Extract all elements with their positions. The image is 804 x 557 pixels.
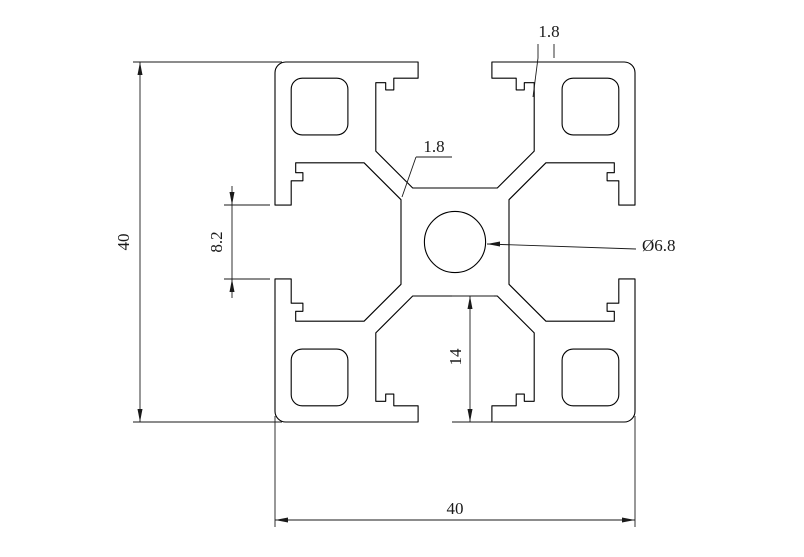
corner-cavity-top-right (561, 77, 620, 136)
dim-hole-leader (486, 243, 637, 250)
profile-geometry (274, 61, 636, 423)
dim-slot-label: 8.2 (207, 231, 226, 252)
dim-hole-arrow (487, 241, 500, 247)
dim-width: 40 (274, 416, 636, 527)
dim-hole-diameter: Ø6.8 (486, 236, 676, 255)
dim-slot-arrow-bottom (229, 279, 235, 292)
center-hole (423, 210, 487, 274)
dim-height-label: 40 (114, 234, 133, 251)
dim-web-leader (401, 156, 417, 198)
dim-depth: 14 (446, 295, 494, 423)
dim-depth-arrow-bottom (467, 409, 473, 422)
dim-height: 40 (114, 61, 282, 423)
dim-height-arrow-top (137, 62, 143, 75)
corner-cavity-bottom-left (290, 348, 349, 407)
corner-cavity-top-left (290, 77, 349, 136)
dim-width-arrow-right (622, 517, 635, 523)
dim-web-label: 1.8 (423, 137, 444, 156)
dim-width-arrow-left (275, 517, 288, 523)
dim-web-thickness: 1.8 (401, 137, 452, 198)
dim-lip-thickness: 1.8 (532, 22, 560, 98)
dim-lip-label: 1.8 (538, 22, 559, 41)
dim-height-arrow-bottom (137, 409, 143, 422)
dim-hole-label: Ø6.8 (642, 236, 676, 255)
dim-width-label: 40 (447, 499, 464, 518)
corner-cavity-bottom-right (561, 348, 620, 407)
dim-lip-leader (532, 57, 539, 98)
dim-depth-label: 14 (446, 348, 465, 366)
profile-outline (274, 61, 636, 423)
dim-slot-arrow-top (229, 192, 235, 205)
dim-slot-opening: 8.2 (207, 186, 270, 298)
dim-depth-arrow-top (467, 296, 473, 309)
